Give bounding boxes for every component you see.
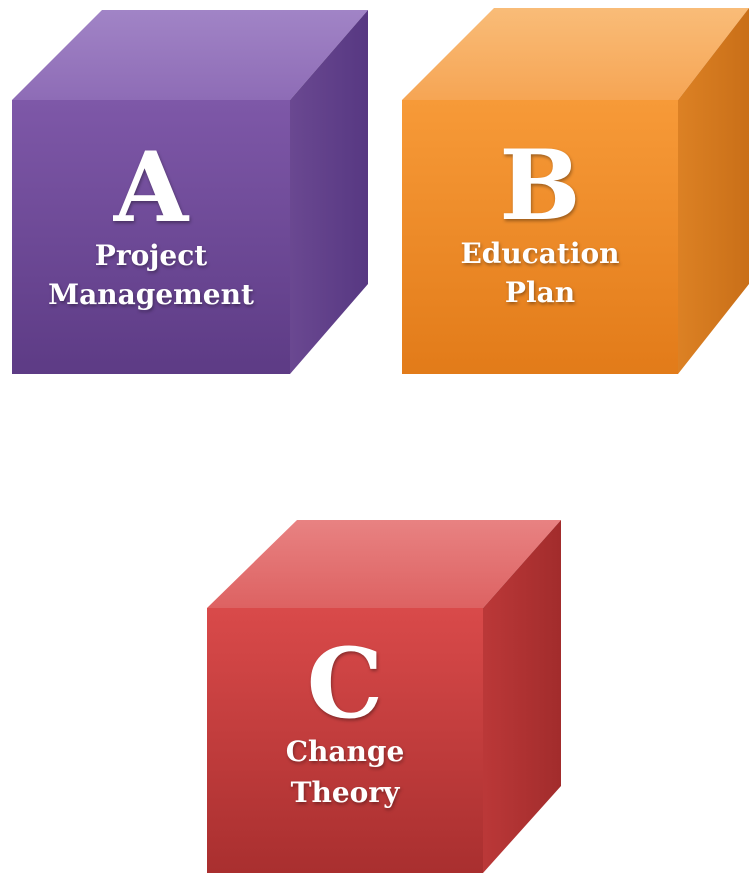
block-a-project-management: A Project Management (12, 10, 368, 374)
cube-a-front-face (12, 100, 290, 374)
cube-a-side-face (290, 10, 368, 374)
block-label-line-1: Project (94, 239, 208, 272)
cube-c-top-face (207, 520, 561, 608)
cube-b-side-face (678, 8, 749, 374)
block-c-change-theory: C Change Theory (207, 520, 561, 873)
cube-c-shape (207, 520, 561, 873)
cube-b-shape (402, 8, 749, 374)
cube-c-side-face (483, 520, 561, 873)
block-letter: C (306, 627, 384, 740)
cube-b-top-face (402, 8, 749, 100)
block-label-line-2: Management (48, 278, 254, 312)
cube-a-shape (12, 10, 368, 374)
block-letter: B (499, 129, 581, 242)
cube-b-front-face (402, 100, 678, 374)
block-letter: A (113, 131, 189, 244)
block-label-line-1: Education (460, 237, 620, 270)
cube-a-text: A Project Management (12, 140, 290, 314)
block-label-line-2: Plan (504, 276, 576, 310)
cube-b-text: B Education Plan (402, 138, 678, 312)
cube-c-front-face (207, 608, 483, 873)
cube-c-text: C Change Theory (207, 636, 483, 813)
block-b-education-plan: B Education Plan (402, 8, 749, 374)
block-label-line-1: Change (285, 735, 405, 768)
cube-a-top-face (12, 10, 368, 100)
block-label-line-2: Theory (290, 775, 400, 809)
